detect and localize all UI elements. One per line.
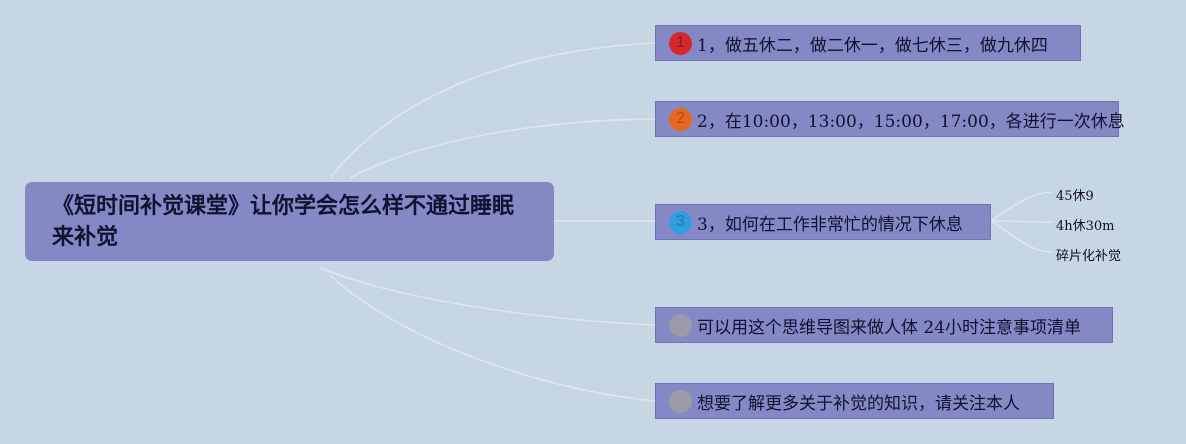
central-topic[interactable]: 《短时间补觉课堂》让你学会怎么样不通过睡眠来补觉 [25, 182, 554, 261]
priority-icon [669, 389, 692, 413]
leaf-node-1[interactable]: 45休9 [1056, 189, 1094, 204]
priority-3-icon: 3 [669, 210, 692, 234]
branch-label: 可以用这个思维导图来做人体 24小时注意事项清单 [697, 317, 1082, 338]
link-root-branch-2 [349, 118, 656, 179]
branch-node-4[interactable]: 可以用这个思维导图来做人体 24小时注意事项清单 [655, 307, 1113, 343]
link-branch3-leaf-3 [990, 220, 1053, 253]
branch-node-5[interactable]: 想要了解更多关于补觉的知识，请关注本人 [655, 383, 1054, 419]
branch-label: 1，做五休二，做二休一，做七休三，做九休四 [697, 35, 1048, 56]
branch-node-2[interactable]: 2 2，在10:00，13:00，15:00，17:00，各进行一次休息 [655, 101, 1125, 137]
branch-node-1[interactable]: 1 1，做五休二，做二休一，做七休三，做九休四 [655, 25, 1081, 61]
branch-label: 3，如何在工作非常忙的情况下休息 [697, 214, 963, 235]
link-root-branch-4 [319, 267, 656, 326]
branch-label: 2，在10:00，13:00，15:00，17:00，各进行一次休息 [697, 111, 1125, 132]
priority-1-icon: 1 [669, 31, 692, 55]
leaf-node-2[interactable]: 4h休30m [1056, 219, 1115, 234]
priority-2-icon: 2 [669, 107, 692, 131]
branch-label: 想要了解更多关于补觉的知识，请关注本人 [697, 393, 1020, 414]
priority-icon [669, 313, 692, 337]
branch-node-3[interactable]: 3 3，如何在工作非常忙的情况下休息 [655, 204, 991, 240]
link-branch3-leaf-1 [990, 191, 1053, 222]
leaf-node-3[interactable]: 碎片化补觉 [1056, 249, 1122, 264]
central-topic-label: 《短时间补觉课堂》让你学会怎么样不通过睡眠来补觉 [52, 194, 515, 250]
link-root-branch-1 [329, 42, 656, 179]
link-root-branch-5 [329, 274, 656, 402]
link-branch3-leaf-2 [990, 220, 1053, 223]
